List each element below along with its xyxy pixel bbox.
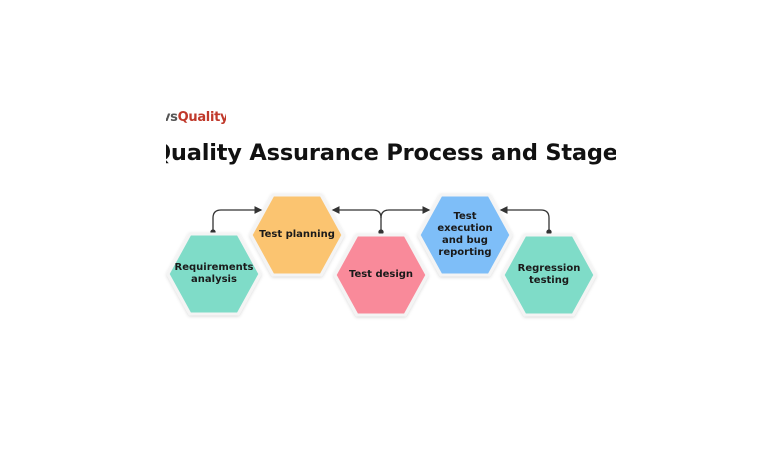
stage-label: Regression testing [517,263,581,286]
stage-hexagon [417,193,513,277]
stage-label: Test planning [259,229,335,240]
logo-text-accent: Quality [177,110,226,125]
connector-3-4 [380,206,431,219]
connector-1-2 [212,206,263,232]
stage-hexagon [166,232,262,316]
connector-dot [546,229,552,235]
logo: vsQuality [166,110,226,132]
title-container: Quality Assurance Process and Stages [166,140,616,176]
stage-hexagon [333,233,429,317]
connector-dot [378,229,384,235]
page-title: Quality Assurance Process and Stages [166,140,616,166]
connector-5-4 [499,206,550,232]
logo-text: vs [166,110,178,125]
stage-hexagon [249,193,345,277]
stage-label: Test design [348,269,414,280]
stage-label: Test execution and bug reporting [437,211,493,258]
stage-label: Requirements analysis [174,262,254,285]
stage-hexagon [501,233,597,317]
